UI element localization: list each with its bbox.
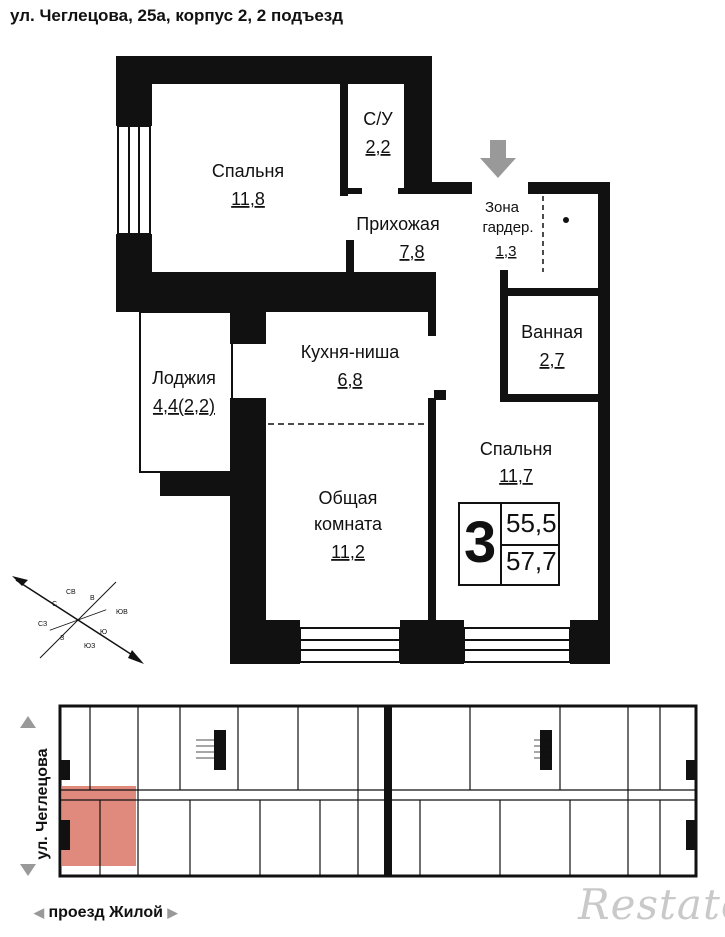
- room-living-name-2: комната: [314, 514, 383, 534]
- summary-divider: [500, 544, 558, 546]
- street-name: проезд Жилой: [48, 904, 163, 921]
- room-wc-name: С/У: [363, 109, 393, 129]
- compass-label: СЗ: [38, 621, 47, 628]
- compass-label: В: [90, 595, 95, 602]
- room-wardrobe-name-1: Зона: [485, 199, 520, 216]
- window-bottom-2: [463, 627, 571, 663]
- arrow-left-icon: ◀: [34, 905, 44, 920]
- room-living-name-1: Общая: [319, 488, 378, 508]
- loggia-outline: [139, 311, 233, 473]
- room-kitchen-name: Кухня-ниша: [301, 342, 401, 362]
- compass-label: ЮВ: [116, 609, 128, 616]
- arrow-right-icon: ▶: [167, 905, 178, 920]
- apartment-summary: 3 55,5 57,7: [458, 502, 560, 586]
- total-area: 57,7: [506, 546, 557, 576]
- room-wardrobe-name-2: гардер.: [482, 219, 533, 236]
- address-title: ул. Чеглецова, 25а, корпус 2, 2 подъезд: [10, 6, 344, 25]
- room-bath-area: 2,7: [539, 350, 564, 370]
- room-bedroom-1-name: Спальня: [212, 161, 284, 181]
- room-bedroom-1-area: 11,8: [231, 189, 265, 209]
- wardrobe-rod: [563, 217, 569, 223]
- arrow-down-icon: [20, 864, 36, 876]
- compass-label: С: [52, 601, 57, 608]
- room-bedroom-2-name: Спальня: [480, 439, 552, 459]
- building-overview: [20, 704, 698, 878]
- room-wc-area: 2,2: [365, 137, 390, 157]
- window-bottom-1: [299, 627, 401, 663]
- compass-label: З: [60, 635, 64, 642]
- restate-logo: Restate: [578, 880, 725, 929]
- entrance-arrow-icon: [480, 140, 516, 178]
- compass-icon: С СВ В ЮВ Ю ЮЗ З СЗ: [12, 576, 144, 664]
- room-hall-name: Прихожая: [356, 214, 439, 234]
- room-loggia-area: 4,4(2,2): [153, 396, 215, 416]
- room-kitchen-area: 6,8: [337, 370, 362, 390]
- street-label-horizontal: ◀ проезд Жилой ▶: [34, 904, 177, 922]
- walls: [116, 56, 610, 664]
- window-left: [117, 125, 151, 235]
- room-living-area: 11,2: [331, 542, 365, 562]
- street-label-vertical: ул. Чеглецова: [34, 748, 51, 860]
- apartment-highlight: [62, 786, 136, 866]
- room-bedroom-2-area: 11,7: [499, 466, 533, 486]
- arrow-up-icon: [20, 716, 36, 728]
- room-loggia-name: Лоджия: [152, 368, 216, 388]
- room-hall-area: 7,8: [399, 242, 424, 262]
- compass-label: Ю: [100, 629, 107, 636]
- compass-label: СВ: [66, 589, 76, 596]
- room-count: 3: [464, 510, 497, 575]
- living-area: 55,5: [506, 508, 557, 538]
- room-wardrobe-area: 1,3: [496, 243, 517, 260]
- room-bath-name: Ванная: [521, 322, 583, 342]
- compass-label: ЮЗ: [84, 643, 95, 650]
